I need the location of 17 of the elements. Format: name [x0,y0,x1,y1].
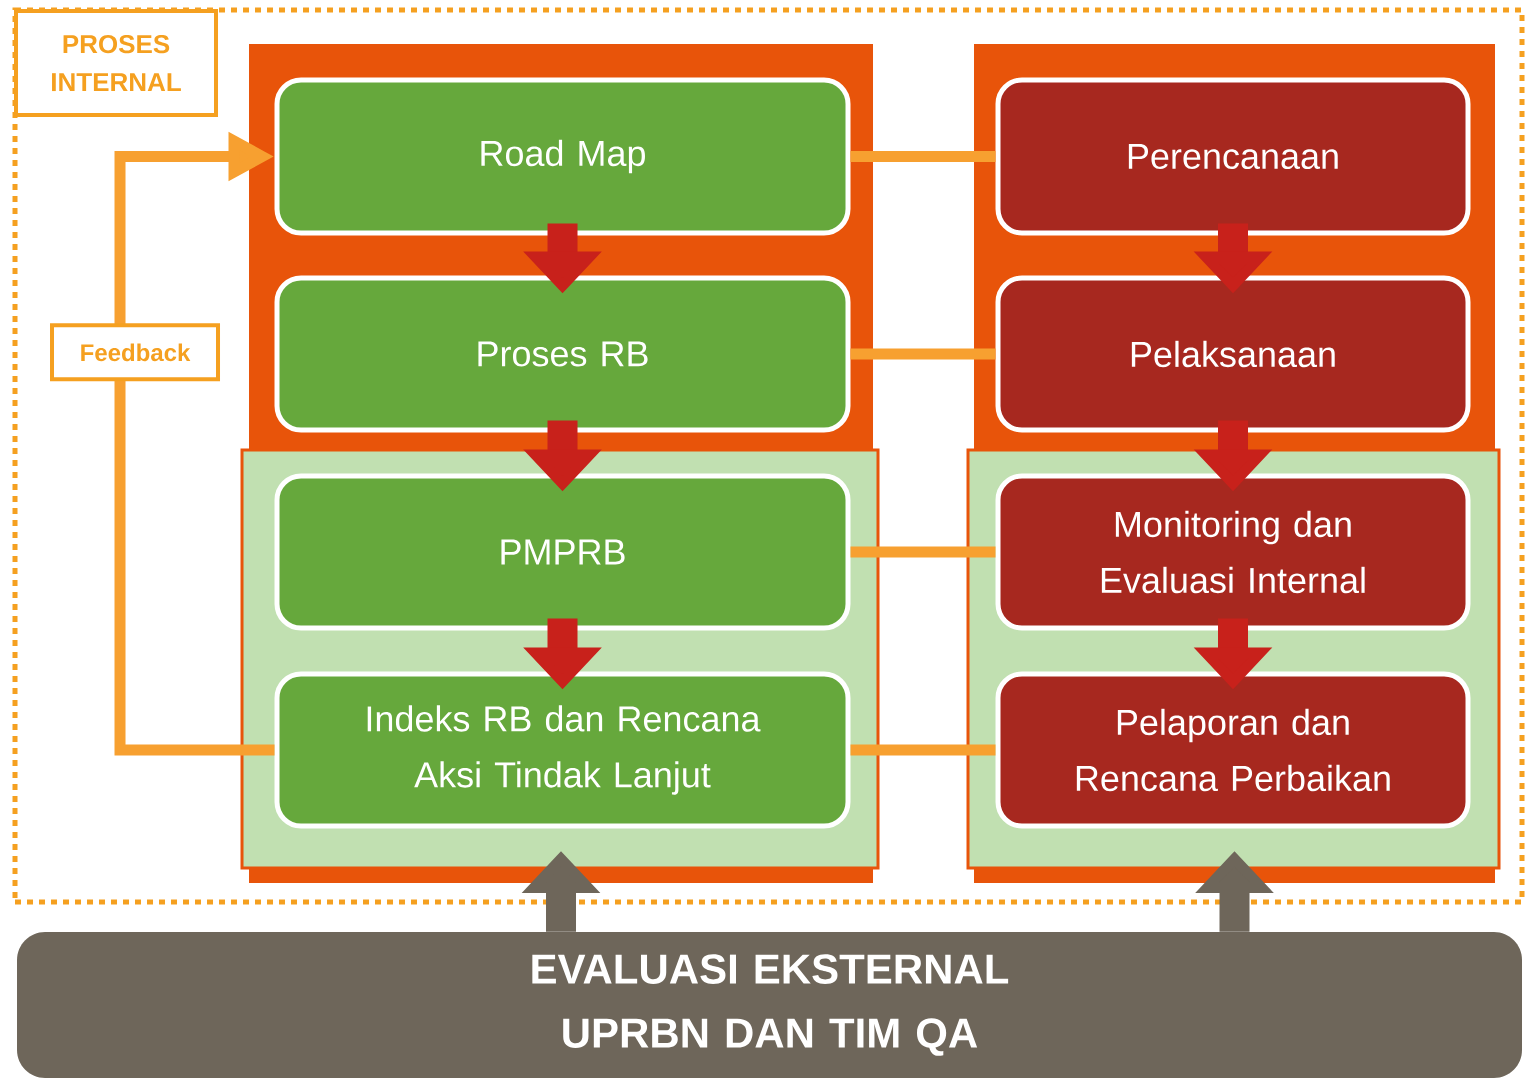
banner-box: EVALUASI EKSTERNAL UPRBN DAN TIM QA [17,932,1522,1078]
process-box: Perencanaan [995,77,1471,236]
connector-line [850,744,996,756]
title-box: PROSES INTERNAL [14,9,218,117]
process-box: Indeks RB dan Rencana Aksi Tindak Lanjut [274,671,851,829]
dashed-frame [12,7,1525,905]
process-box: PMPRB [274,473,851,631]
connector-line [850,348,996,360]
connector-line [850,151,996,162]
feedback-arrow [114,131,275,756]
process-box: Proses RB [274,275,851,433]
process-box: Pelaporan dan Rencana Perbaikan [995,671,1471,829]
connector-line [850,546,996,558]
process-box: Monitoring dan Evaluasi Internal [995,473,1471,631]
process-box: Road Map [274,77,851,236]
process-box: Pelaksanaan [995,275,1471,433]
edge-label: Feedback [50,323,220,382]
